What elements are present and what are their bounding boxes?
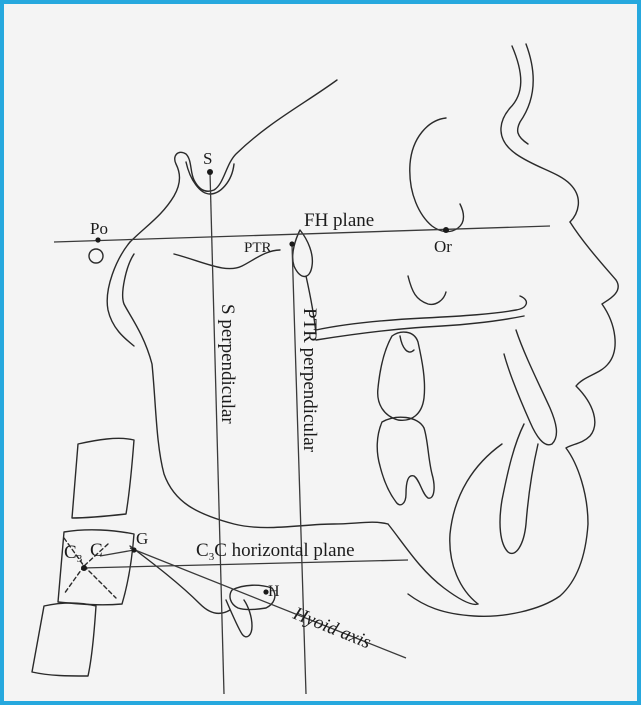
vertebra-c2 [72,438,134,518]
nasal-bone [518,44,533,144]
label-fh-plane: FH plane [304,210,374,231]
lower-incisor [500,424,538,553]
label-ptr-perpendicular: PTR perpendicular [299,308,320,453]
cervical-vertebrae [32,438,134,676]
pharyngeal-outline [123,254,388,528]
label-h: H [268,583,280,600]
label-c3-main: C [64,542,77,563]
point-or [443,227,449,233]
label-g: G [136,529,148,548]
soft-tissue-profile [408,222,618,616]
lower-molar [377,417,434,505]
upper-molar [378,332,425,420]
mandibular-symphysis [450,444,502,604]
label-c3c-plane-rest: C horizontal plane [214,540,354,561]
point-g [131,547,136,552]
c-to-g-line [100,550,134,556]
label-c3: C3 [64,542,83,565]
hyoid-greater-horn [226,600,252,637]
label-or: Or [434,237,452,256]
vertebra-c4 [32,603,96,676]
frontal-nasal-outline [501,46,578,222]
anatomy-outlines [107,44,618,616]
fh-plane-line [54,226,550,242]
occipital-outline [107,242,134,346]
point-po-ring [89,249,103,263]
label-c3c-plane-c: C [196,540,209,561]
label-s: S [203,149,212,168]
label-c3-sub: 3 [77,553,83,565]
point-c3 [81,565,87,571]
point-s [207,169,213,175]
label-c3c-horizontal-plane: C3C horizontal plane [196,540,355,563]
hard-palate-lower [316,316,524,340]
cephalometric-tracing: S Po FH plane PTR Or S perpendicular PTR… [4,4,641,705]
upper-molar-root [400,336,414,352]
orbit-outline [410,118,464,232]
label-s-perpendicular: S perpendicular [217,304,238,424]
label-c: C [90,540,103,561]
point-ptr [289,241,294,246]
point-po [95,237,100,242]
s-perpendicular-line [210,172,224,694]
upper-incisor [504,330,556,445]
label-hyoid-axis: Hyoid axis [289,603,374,653]
anterior-nasal-spine [408,276,446,304]
diagram-labels: S Po FH plane PTR Or S perpendicular PTR… [64,149,452,653]
mandible-inferior-border [388,524,478,604]
pterygomaxillary-fissure [293,230,313,277]
label-po: Po [90,219,108,238]
label-ptr: PTR [244,240,272,256]
